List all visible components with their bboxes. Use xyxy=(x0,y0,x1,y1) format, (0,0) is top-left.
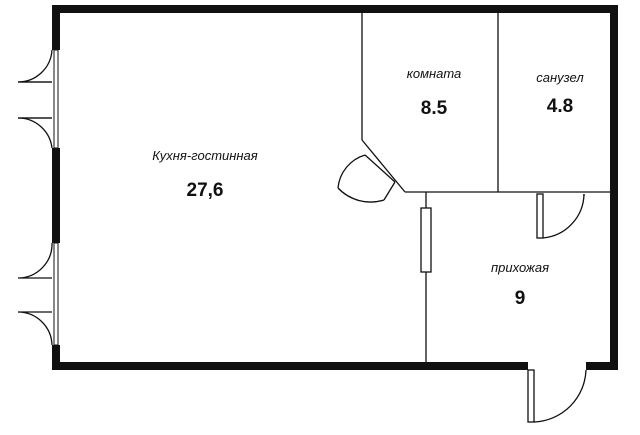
interior-partitions xyxy=(361,13,610,362)
hallway-area: 9 xyxy=(515,288,526,309)
wall-right xyxy=(610,5,618,370)
kitchen-living-area: 27,6 xyxy=(187,180,224,201)
wall-bottom-left xyxy=(52,362,528,370)
outer-walls xyxy=(52,5,618,370)
window-upper xyxy=(17,49,59,149)
wall-left-middle xyxy=(52,148,60,243)
bathroom-area: 4.8 xyxy=(547,96,573,117)
room-name: комната xyxy=(407,66,462,81)
bathroom-name: санузел xyxy=(536,70,584,85)
hallway-name: прихожая xyxy=(491,260,549,275)
window-lower xyxy=(17,242,59,346)
wall-left-top xyxy=(52,5,60,50)
kitchen-living-name: Кухня-гостинная xyxy=(152,148,258,163)
wall-top xyxy=(52,5,618,13)
room-area: 8.5 xyxy=(421,98,448,119)
sliding-door xyxy=(420,207,432,273)
wall-bottom-right xyxy=(586,362,618,370)
bathroom-door xyxy=(536,193,585,239)
entrance-door xyxy=(527,369,587,423)
room-door xyxy=(337,154,396,203)
partition-room-diagonal xyxy=(361,139,406,193)
wall-left-bottom xyxy=(52,345,60,370)
